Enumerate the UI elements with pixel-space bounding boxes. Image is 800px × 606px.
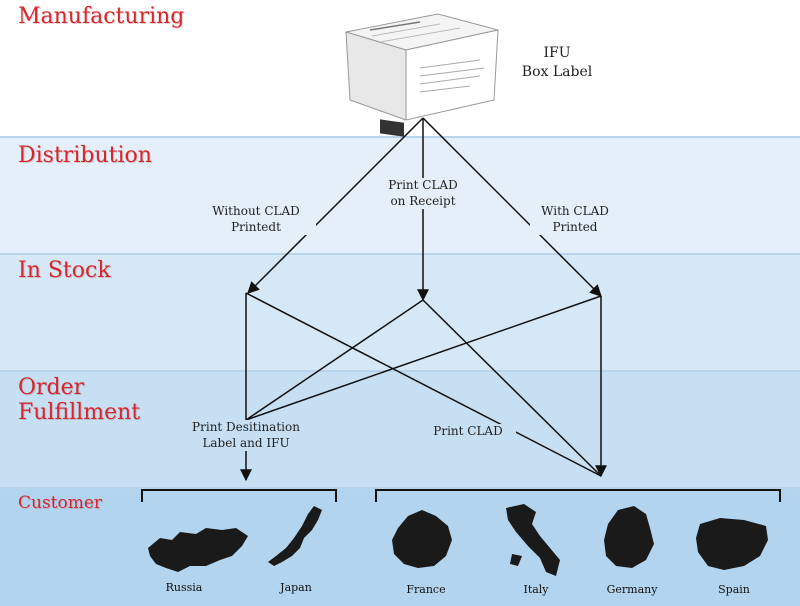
label-without-clad-line2: Printedt xyxy=(231,219,281,234)
label-print-on-receipt: Print CLAD on Receipt xyxy=(378,178,468,210)
arrow-with-clad xyxy=(422,117,602,297)
label-print-on-receipt-line2: on Receipt xyxy=(390,193,456,208)
label-print-destination-line2: Label and IFU xyxy=(202,435,290,450)
country-italy: Italy xyxy=(523,583,549,596)
stage-order-line2: Fulfillment xyxy=(18,400,141,426)
label-print-destination-line1: Print Desitination xyxy=(192,420,300,434)
arrow-without-clad xyxy=(247,117,424,294)
japan-map-icon xyxy=(268,506,322,566)
country-spain: Spain xyxy=(718,583,750,596)
italy-map-icon xyxy=(506,504,560,576)
stage-distribution: Distribution xyxy=(18,143,152,168)
stage-order-fulfillment: Order Fulfillment xyxy=(18,375,140,426)
line-cross-3 xyxy=(245,299,424,421)
stage-order-line1: Order xyxy=(18,375,85,400)
ifu-box-label: IFU Box Label xyxy=(512,44,602,82)
label-with-clad-line2: Printed xyxy=(552,219,598,234)
label-without-clad: Without CLAD Printedt xyxy=(196,204,316,236)
box-icon xyxy=(345,13,499,137)
band-in-stock xyxy=(0,253,800,370)
ifu-label-line1: IFU xyxy=(543,45,571,61)
line-cross-1 xyxy=(245,292,602,477)
bracket-europe xyxy=(375,489,781,502)
country-russia: Russia xyxy=(165,581,203,594)
band-order-fulfillment xyxy=(0,370,800,487)
country-germany: Germany xyxy=(606,583,658,596)
country-france: France xyxy=(406,583,446,596)
ifu-label-line2: Box Label xyxy=(521,63,593,80)
germany-map-icon xyxy=(604,506,654,568)
country-japan: Japan xyxy=(280,581,312,594)
spain-map-icon xyxy=(696,518,768,570)
stage-manufacturing: Manufacturing xyxy=(18,4,185,29)
label-print-on-receipt-line1: Print CLAD xyxy=(388,178,458,192)
label-print-clad: Print CLAD xyxy=(420,424,516,440)
stage-customer: Customer xyxy=(18,493,103,513)
line-cross-4 xyxy=(245,295,602,421)
label-without-clad-line1: Without CLAD xyxy=(212,204,300,218)
label-with-clad: With CLAD Printed xyxy=(530,204,620,236)
france-map-icon xyxy=(392,510,452,568)
russia-map-icon xyxy=(148,528,248,572)
label-with-clad-line1: With CLAD xyxy=(541,204,609,218)
bracket-asia xyxy=(141,489,337,502)
label-print-destination: Print Desitination Label and IFU xyxy=(186,420,306,452)
line-cross-2 xyxy=(422,299,602,477)
stage-in-stock: In Stock xyxy=(18,258,111,283)
